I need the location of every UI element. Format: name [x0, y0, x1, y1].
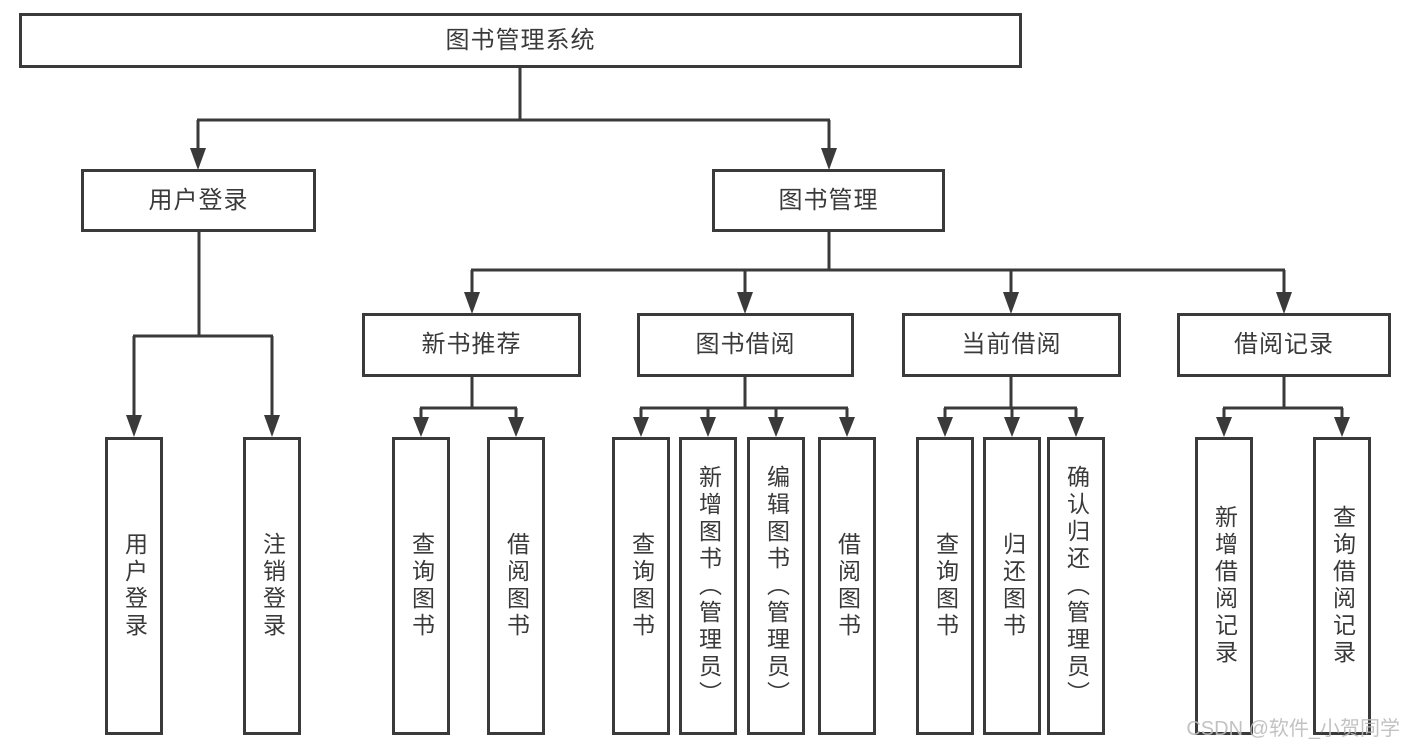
node-label: 确认归还（管理员） [1063, 464, 1090, 708]
leaf-user-login: 用户登录 [105, 437, 163, 735]
node-label: 借阅记录 [1234, 331, 1334, 358]
leaf-logout: 注销登录 [243, 437, 301, 735]
node-label: 查询图书 [408, 532, 435, 640]
node-label: 查询借阅记录 [1329, 505, 1356, 667]
leaf-newbook-borrow-books: 借阅图书 [487, 437, 545, 735]
leaf-current-query-books: 查询图书 [916, 437, 974, 735]
leaf-records-query-record: 查询借阅记录 [1313, 437, 1371, 735]
node-label: 借阅图书 [834, 532, 861, 640]
node-label: 用户登录 [121, 532, 148, 640]
node-label: 借阅图书 [503, 532, 530, 640]
leaf-current-confirm-return-admin: 确认归还（管理员） [1047, 437, 1105, 735]
leaf-records-add-record: 新增借阅记录 [1195, 437, 1253, 735]
node-label: 新书推荐 [421, 331, 522, 358]
node-borrowing-records: 借阅记录 [1177, 313, 1391, 377]
node-book-management: 图书管理 [712, 169, 945, 232]
node-label: 当前借阅 [961, 331, 1062, 358]
node-label: 新增借阅记录 [1211, 505, 1238, 667]
node-label: 查询图书 [932, 532, 959, 640]
node-user-login: 用户登录 [81, 169, 316, 232]
node-label: 编辑图书（管理员） [763, 464, 790, 708]
node-label: 归还图书 [999, 532, 1026, 640]
leaf-newbook-query-books: 查询图书 [392, 437, 450, 735]
leaf-borrowing-add-books-admin: 新增图书（管理员） [679, 437, 737, 735]
node-label: 注销登录 [259, 532, 286, 640]
node-label: 图书借阅 [695, 331, 796, 358]
node-root: 图书管理系统 [19, 13, 1022, 68]
node-label: 用户登录 [148, 186, 249, 214]
node-label: 新增图书（管理员） [695, 464, 722, 708]
leaf-current-return-books: 归还图书 [983, 437, 1041, 735]
leaf-borrowing-borrow-books: 借阅图书 [818, 437, 876, 735]
node-book-borrowing: 图书借阅 [637, 313, 854, 377]
node-new-book-recommendation: 新书推荐 [362, 313, 581, 377]
leaf-borrowing-edit-books-admin: 编辑图书（管理员） [747, 437, 805, 735]
node-current-borrowing: 当前借阅 [902, 313, 1121, 377]
node-label: 图书管理 [778, 186, 879, 214]
node-label: 图书管理系统 [445, 26, 596, 54]
node-label: 查询图书 [628, 532, 655, 640]
watermark-text: CSDN @软件_小贺同学 [1186, 718, 1400, 740]
leaf-borrowing-query-books: 查询图书 [612, 437, 670, 735]
